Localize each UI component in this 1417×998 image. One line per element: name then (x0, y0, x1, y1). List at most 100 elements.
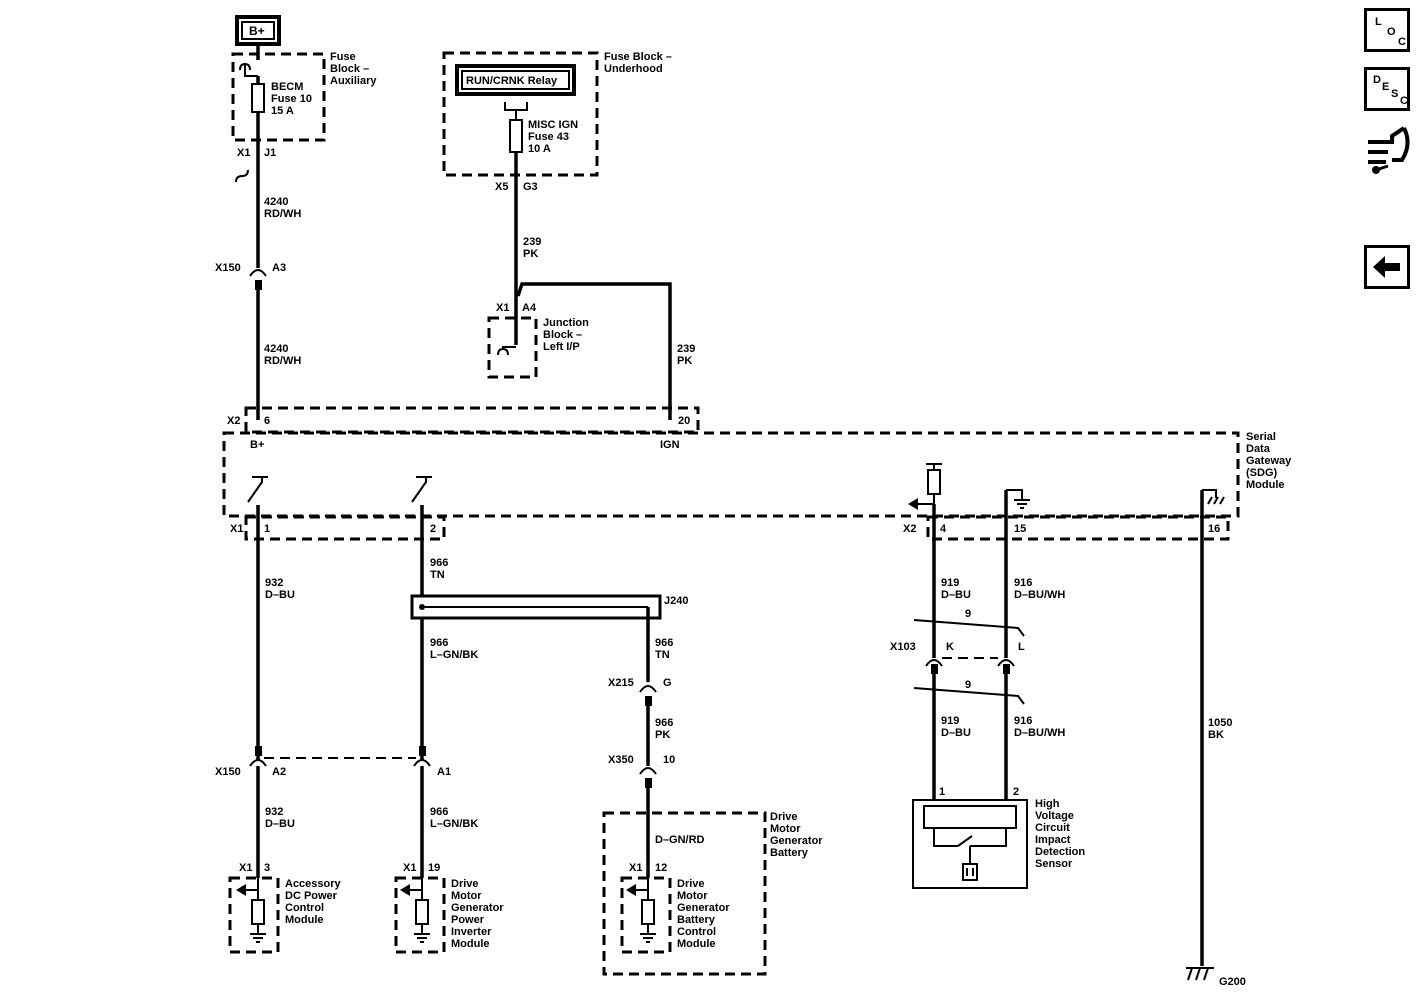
battery-box-title-1: Drive (770, 811, 798, 823)
accessory-title-2: DC Power (285, 890, 338, 902)
inverter-title-2: Motor (451, 890, 482, 902)
junction-connector: X1 (496, 302, 509, 314)
accessory-dc-power-module: X1 3 Accessory DC Power Control Module (228, 862, 342, 954)
misc-ign-fuse-line3: 10 A (528, 143, 551, 155)
sdg-title-2: Data (1246, 443, 1271, 455)
wire-919a-color: D–BU (941, 589, 971, 601)
sdg-pin-1: 1 (264, 523, 270, 535)
wire-239a-color: PK (523, 248, 538, 260)
fuse-block-auxiliary: B+ BECM Fuse 10 15 A Fuse Block – Auxili… (231, 15, 377, 268)
accessory-title-4: Module (285, 914, 324, 926)
wire-4240a-number: 4240 (264, 196, 288, 208)
misc-ign-fuse-line1: MISC IGN (528, 119, 578, 131)
wire-932a-color: D–BU (265, 589, 295, 601)
junction-title-1: Junction (543, 317, 589, 329)
wire-919b-number: 919 (941, 715, 959, 727)
sdg-x2-bottom: X2 (903, 523, 916, 535)
sdg-pin-15: 15 (1014, 523, 1026, 535)
back-button[interactable] (1364, 245, 1410, 289)
wire-labels-lower: 932 D–BU 966 TN 966 L–GN/BK 919 D–BU 916… (265, 557, 1232, 741)
wire-dgn-color: D–GN/RD (655, 834, 705, 846)
connector-x103: 9 X103 K L 9 919 D–BU 916 D–BU/WH (890, 608, 1065, 802)
hv-sensor-title-4: Impact (1035, 834, 1071, 846)
x350-pin: 10 (663, 754, 675, 766)
misc-ign-fuse-line2: Fuse 43 (528, 131, 569, 143)
accessory-pin: 3 (264, 862, 270, 874)
fuse-block-under-title-1: Fuse Block – (604, 51, 672, 63)
becm-fuse-line2: Fuse 10 (271, 93, 312, 105)
connector-plug-icon (1368, 126, 1410, 174)
wire-239b-color: PK (677, 355, 692, 367)
x103-name: X103 (890, 641, 916, 653)
connector-plug-button[interactable] (1362, 122, 1414, 178)
x103-pin-k: K (946, 641, 954, 653)
loc-letter-o: O (1387, 26, 1396, 38)
connector-x150-a2-a1: X150 A2 A1 932 D–BU 966 L–GN/BK (215, 746, 478, 878)
battery-ctrl-title-3: Generator (677, 902, 730, 914)
becm-fuse-line3: 15 A (271, 105, 294, 117)
sdg-title-3: Gateway (1246, 455, 1292, 467)
left-arrow-icon (1373, 256, 1400, 278)
wire-1050-number: 1050 (1208, 717, 1232, 729)
junction-pin: A4 (522, 302, 537, 314)
ground-name: G200 (1219, 976, 1246, 988)
x350-name: X350 (608, 754, 634, 766)
hv-sensor-title-5: Detection (1035, 846, 1085, 858)
wire-966c-color: TN (655, 649, 670, 661)
battery-power-label: B+ (249, 24, 265, 38)
wire-966a-number: 966 (430, 557, 448, 569)
wire-919a-number: 919 (941, 577, 959, 589)
desc-letter-c: C (1400, 95, 1408, 107)
x150-right-pin: A1 (437, 766, 451, 778)
sdg-title-4: (SDG) (1246, 467, 1278, 479)
sdg-title-1: Serial (1246, 431, 1276, 443)
inverter-title-4: Power (451, 914, 485, 926)
junction-title-3: Left I/P (543, 341, 580, 353)
battery-ctrl-connector: X1 (629, 862, 642, 874)
wire-932b-number: 932 (265, 806, 283, 818)
hv-sensor-pin-2: 2 (1013, 786, 1019, 798)
inverter-title-3: Generator (451, 902, 504, 914)
sdg-title-5: Module (1246, 479, 1285, 491)
splice-j240-label: J240 (664, 595, 688, 607)
sdg-pin-4: 4 (940, 523, 947, 535)
battery-ctrl-pin: 12 (655, 862, 667, 874)
wire-932a-number: 932 (265, 577, 283, 589)
twist-count-top: 9 (965, 608, 971, 620)
x150-top-name: X150 (215, 262, 241, 274)
becm-fuse-line1: BECM (271, 81, 303, 93)
accessory-title-1: Accessory (285, 878, 342, 890)
inverter-title-6: Module (451, 938, 490, 950)
serial-data-gateway-module: X2 6 20 B+ IGN Serial Data Gateway (SDG)… (222, 406, 1292, 966)
connector-x215-x350: X215 G 966 PK X350 10 (608, 677, 675, 878)
sdg-bplus-label: B+ (250, 439, 264, 451)
battery-box-title-4: Battery (770, 847, 809, 859)
fuse-block-underhood: RUN/CRNK Relay MISC IGN Fuse 43 10 A Fus… (442, 51, 672, 345)
x215-pin: G (663, 677, 672, 689)
location-button[interactable]: L O C (1364, 8, 1410, 52)
run-crnk-relay-label: RUN/CRNK Relay (466, 75, 558, 87)
wire-966b-color: L–GN/BK (430, 649, 478, 661)
wire-919b-color: D–BU (941, 727, 971, 739)
battery-ctrl-title-6: Module (677, 938, 716, 950)
junction-title-2: Block – (543, 329, 582, 341)
hv-sensor-title-1: High (1035, 798, 1060, 810)
inverter-pin: 19 (428, 862, 440, 874)
wire-916b-color: D–BU/WH (1014, 727, 1065, 739)
sdg-x2-top: X2 (227, 415, 240, 427)
x150-left-name: X150 (215, 766, 241, 778)
desc-letter-s: S (1391, 88, 1399, 100)
fuse-block-under-title-2: Underhood (604, 63, 663, 75)
wire-966e-number: 966 (430, 806, 448, 818)
fuse-aux-pin: J1 (264, 147, 276, 159)
desc-letter-e: E (1382, 81, 1390, 93)
wire-932b-color: D–BU (265, 818, 295, 830)
wire-1050-color: BK (1208, 729, 1224, 741)
hv-sensor-title-6: Sensor (1035, 858, 1073, 870)
x150-top-pin: A3 (272, 262, 286, 274)
sdg-x1: X1 (230, 523, 243, 535)
description-button[interactable]: D E S C (1364, 67, 1410, 111)
connector-x150-a3: X150 A3 4240 RD/WH (215, 262, 301, 420)
inverter-connector: X1 (403, 862, 416, 874)
